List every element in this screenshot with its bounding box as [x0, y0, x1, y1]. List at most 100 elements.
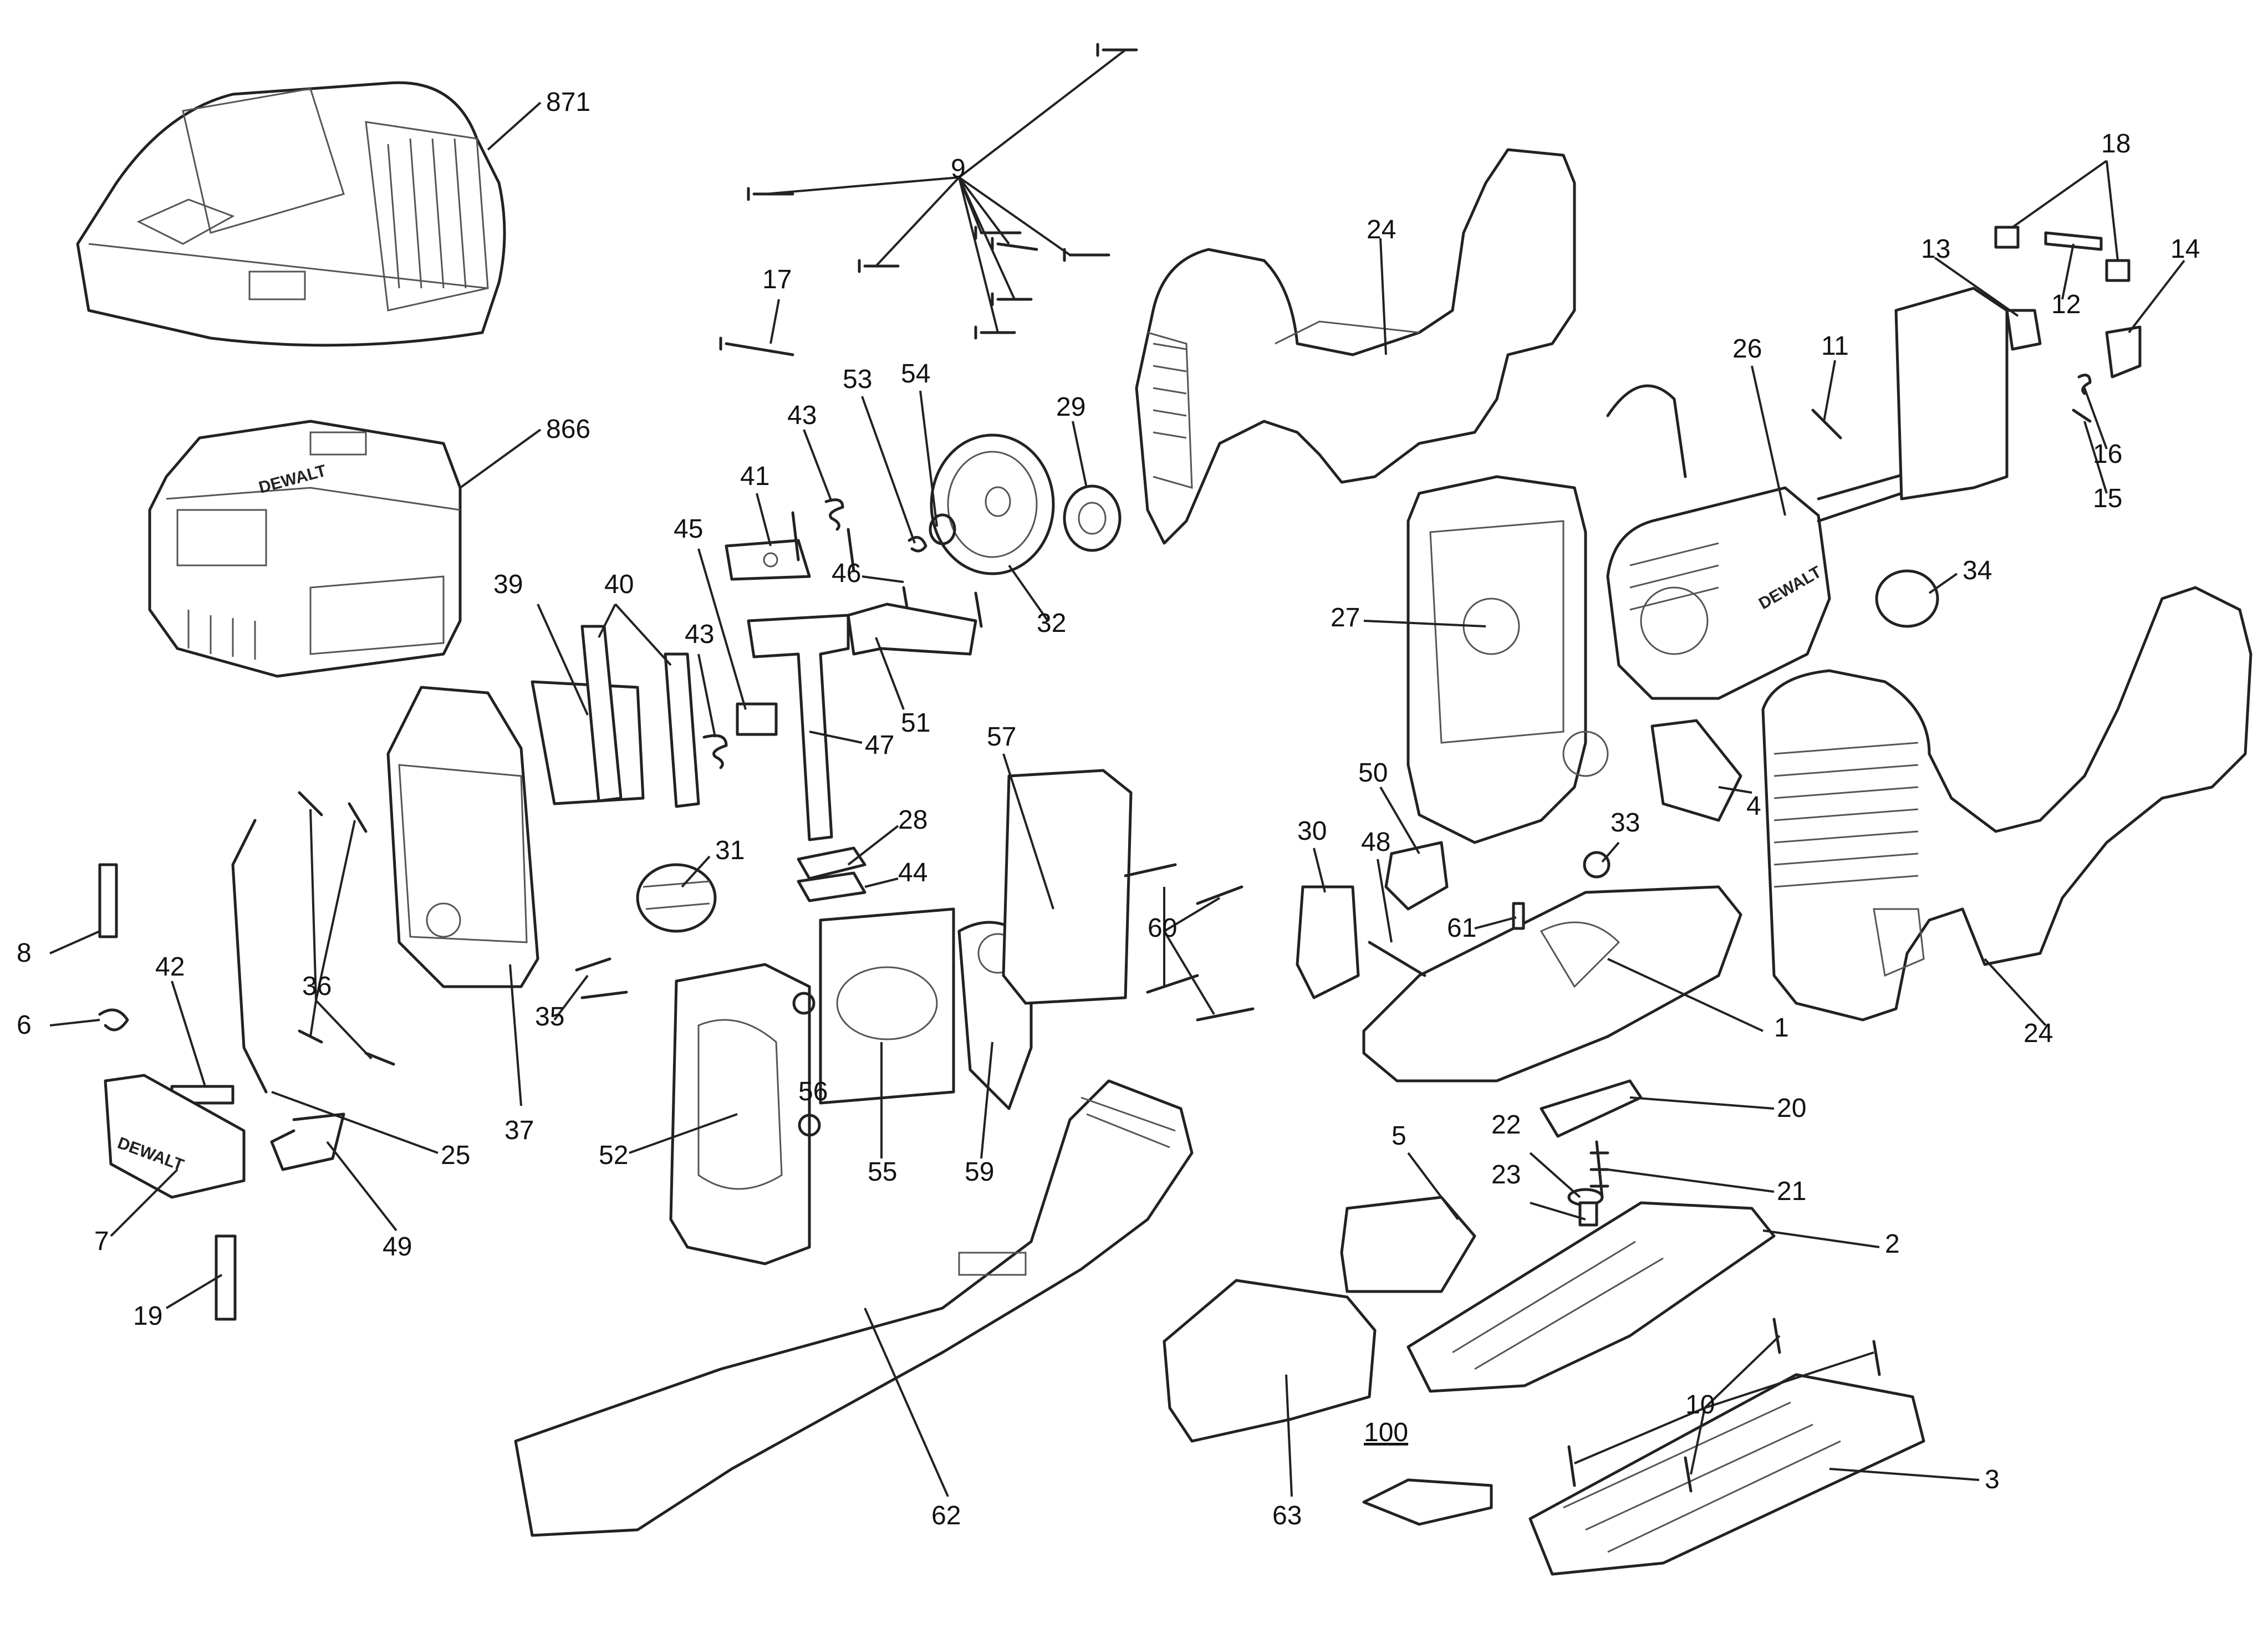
part-plate-52: [669, 963, 811, 1265]
part-plate-55: [819, 907, 955, 1105]
callout-label: 39: [493, 570, 523, 599]
part-clamp-20: [1540, 1079, 1643, 1138]
part-screw-46: [791, 511, 983, 628]
callout-label: 49: [383, 1232, 412, 1262]
callout-label: 31: [715, 836, 745, 865]
part-baseplate-1: [1362, 885, 1742, 1083]
part-housing-left: [1135, 148, 1576, 545]
part-plate-41: [725, 539, 811, 581]
part-spring-6: [98, 1008, 129, 1032]
part-bushing-18: [1994, 226, 2131, 282]
callout-label: 62: [931, 1501, 961, 1530]
part-small-gear: [1063, 484, 1122, 552]
callout-label: 26: [1732, 334, 1762, 364]
part-cable-11: [1811, 409, 1842, 440]
callout-label: 50: [1358, 758, 1388, 788]
part-motor-assembly: [1606, 287, 2009, 700]
part-large-gear: [930, 433, 1055, 575]
callout-label: 21: [1777, 1177, 1806, 1206]
part-pin-17: [719, 336, 794, 356]
part-spring-43-lower: [702, 734, 728, 769]
part-dust-tube-62: [514, 1079, 1194, 1537]
callout-label: 32: [1037, 609, 1066, 638]
part-shoe-2: [1406, 1201, 1776, 1393]
callout-label: 60: [1148, 913, 1177, 943]
part-screw-35: [575, 957, 628, 999]
callout-label: 54: [901, 359, 930, 389]
callout-label: 37: [504, 1116, 534, 1145]
callout-label: 27: [1331, 603, 1360, 632]
part-washer-54: [929, 513, 956, 545]
callout-label: 33: [1610, 808, 1640, 838]
callout-label: 12: [2051, 290, 2081, 319]
callout-label: 14: [2170, 234, 2200, 264]
part-spring-21: [1589, 1140, 1609, 1199]
callout-label: 20: [1777, 1094, 1806, 1123]
callout-label: 63: [1272, 1501, 1302, 1530]
part-gearbox-cover: [386, 686, 539, 988]
callout-label: 6: [17, 1010, 32, 1040]
part-rod-12: [2044, 231, 2103, 251]
callout-label: 1: [1774, 1013, 1789, 1043]
callout-label: 40: [604, 570, 634, 599]
part-link-30: [1296, 885, 1360, 999]
callout-label: 24: [2024, 1019, 2053, 1048]
callout-label: 24: [1367, 215, 1396, 244]
part-pad-28: [797, 846, 867, 880]
callout-label: 45: [674, 514, 703, 544]
callout-label: 51: [901, 708, 930, 738]
part-cam-4: [1650, 719, 1742, 822]
part-clip-14: [2105, 325, 2142, 379]
callout-label: 17: [762, 265, 792, 294]
part-pin-15: [2072, 409, 2092, 423]
callout-label: 28: [898, 805, 927, 835]
leader-lines: [49, 49, 2185, 1497]
callout-label: 25: [441, 1141, 470, 1170]
part-wire-loop-5: [1340, 1196, 1476, 1293]
part-guide-39: [531, 680, 645, 805]
callout-label: 15: [2093, 484, 2122, 513]
part-plate-57: [1002, 769, 1133, 1005]
callout-label: 866: [546, 415, 590, 444]
callout-label: 61: [1447, 913, 1476, 943]
part-blade-100: [1362, 1478, 1493, 1526]
callout-label: 16: [2093, 440, 2122, 469]
callout-label: 55: [868, 1157, 897, 1187]
callout-label: 29: [1056, 392, 1085, 422]
callout-label: 53: [843, 365, 872, 394]
callout-label: 22: [1491, 1110, 1521, 1140]
part-clip-53: [908, 535, 927, 553]
callout-labels: 871 866 9 17 53 54 43 41 29 46 32 45 39 …: [17, 88, 2200, 1530]
part-bracket-51: [847, 603, 977, 656]
part-bolt-60: [1124, 863, 1255, 1022]
part-block-45: [736, 702, 778, 736]
part-screws-10: [1567, 1318, 1881, 1493]
callout-label: 871: [546, 88, 590, 117]
part-bracket-49: [270, 1112, 345, 1171]
part-rail-40: [580, 625, 700, 808]
callout-label: 47: [865, 731, 894, 760]
callout-label: 41: [740, 462, 769, 491]
callout-label: 30: [1297, 816, 1327, 846]
callout-label: 4: [1746, 792, 1761, 821]
callout-label: 10: [1685, 1390, 1715, 1420]
callout-label: 46: [832, 559, 861, 588]
callout-label: 36: [302, 972, 332, 1001]
callout-label: 43: [685, 620, 714, 649]
part-lever-7: [104, 1074, 246, 1199]
callout-label: 19: [133, 1301, 162, 1331]
part-charger: [76, 81, 506, 347]
part-switch-31: [636, 863, 717, 933]
callout-label: 9: [951, 154, 966, 183]
part-battery-pack: [148, 420, 462, 678]
callout-label: 8: [17, 938, 32, 968]
part-screw-36: [298, 791, 395, 1066]
callout-label: 2: [1885, 1229, 1900, 1259]
callout-label: 11: [1821, 331, 1849, 361]
part-washer-56: [792, 992, 821, 1137]
part-pin-8: [98, 863, 118, 938]
part-plunger-47: [747, 614, 850, 841]
part-spring-43-upper: [824, 498, 844, 531]
callout-label: 59: [965, 1157, 994, 1187]
